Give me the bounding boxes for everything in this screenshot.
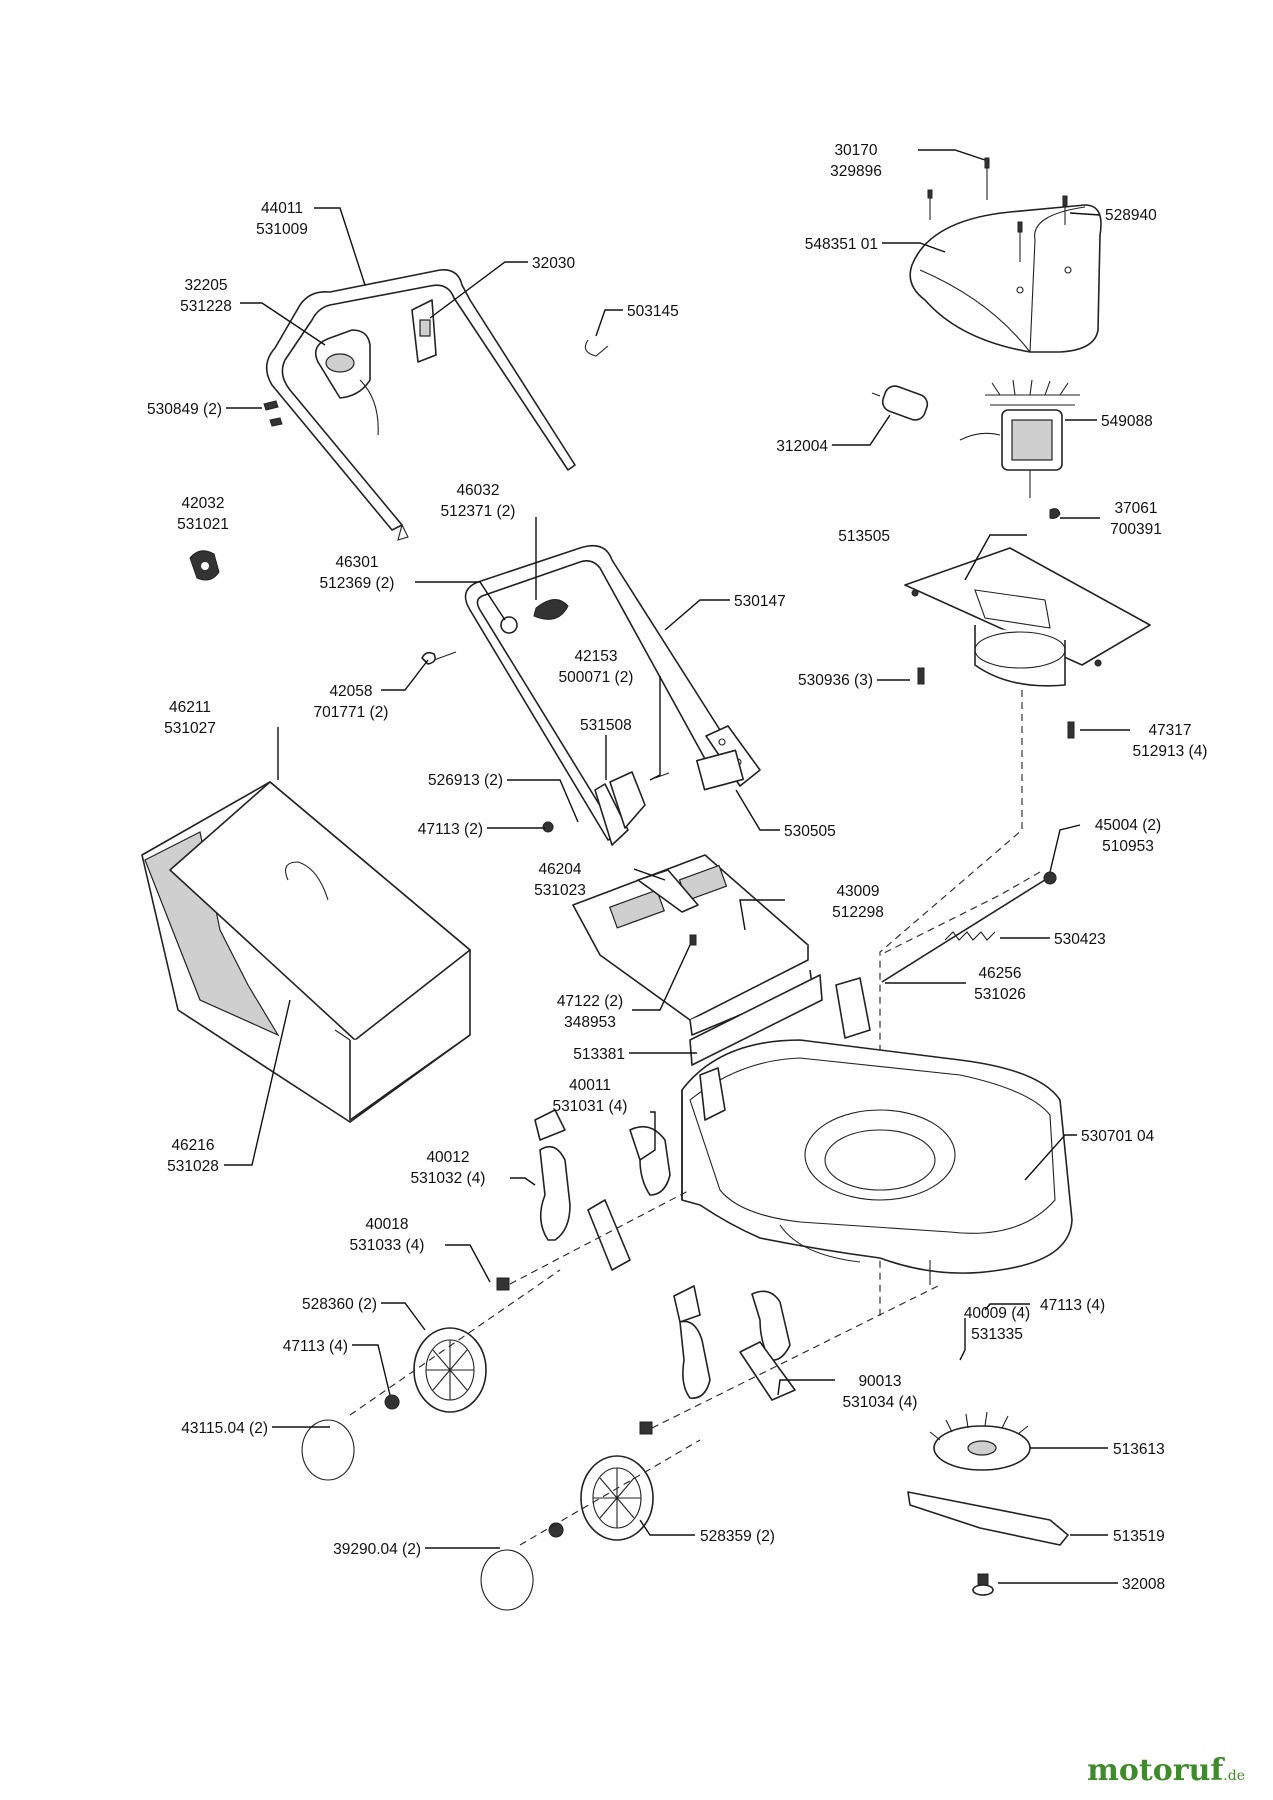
watermark-main-text: motoruf (1087, 1753, 1224, 1788)
wheel-front (301, 1269, 561, 1481)
motor-cover-part (909, 157, 1102, 353)
leader-lines (224, 149, 1130, 1584)
callout-47122: 47122 (2)348953 (557, 993, 623, 1031)
callout-530423: 530423 (1054, 931, 1106, 948)
callout-513613: 513613 (1113, 1441, 1165, 1458)
callout-526913: 526913 (2) (428, 772, 503, 789)
callout-530505: 530505 (784, 823, 836, 840)
callout-39290-04: 39290.04 (2) (333, 1541, 421, 1558)
callout-513519: 513519 (1113, 1528, 1165, 1545)
height-adjuster-front (496, 1109, 691, 1291)
callout-43115-04: 43115.04 (2) (181, 1420, 268, 1437)
motor-mount-part (904, 547, 1151, 739)
rear-flap-part (689, 974, 823, 1066)
callout-40009: 40009 (4)531335 (964, 1305, 1030, 1343)
callout-530849: 530849 (2) (147, 401, 222, 418)
callout-528940: 528940 (1105, 207, 1157, 224)
callout-530936: 530936 (3) (798, 672, 873, 689)
grass-bag-part (141, 781, 471, 1123)
upper-handle-part (263, 268, 609, 541)
height-adjuster-rear (639, 1284, 941, 1435)
callout-47113-b: 47113 (4) (283, 1338, 348, 1355)
callout-47113-c: 47113 (4) (1040, 1297, 1105, 1314)
callout-530701-04: 530701 04 (1081, 1128, 1155, 1145)
callout-45004: 45004 (2)510953 (1095, 817, 1161, 855)
callout-531508: 531508 (580, 717, 632, 734)
callout-548351-01: 548351 01 (805, 236, 878, 253)
motor-part (871, 379, 1080, 519)
fan-blade-bolt-parts (907, 1411, 1069, 1596)
knob-part (189, 550, 220, 581)
callout-528359: 528359 (2) (700, 1528, 775, 1545)
spring-rod-part (881, 871, 1057, 983)
callout-32008: 32008 (1122, 1576, 1165, 1593)
callout-530147: 530147 (734, 593, 786, 610)
watermark-suffix-text: .de (1223, 1768, 1245, 1784)
callout-503145: 503145 (627, 303, 679, 320)
deflector-part (572, 854, 813, 1036)
callout-549088: 549088 (1101, 413, 1153, 430)
lower-handle-part (421, 544, 761, 846)
callout-513381: 513381 (573, 1046, 625, 1063)
motoruf-watermark-logo: motoruf.de (1087, 1753, 1245, 1788)
callout-47113-a: 47113 (2) (418, 821, 483, 838)
deck-part (681, 977, 1073, 1285)
wheel-rear (480, 1439, 701, 1611)
callout-513505: 513505 (838, 528, 890, 545)
callout-312004: 312004 (776, 438, 828, 455)
callout-528360: 528360 (2) (302, 1296, 377, 1313)
callout-32030: 32030 (532, 255, 575, 272)
